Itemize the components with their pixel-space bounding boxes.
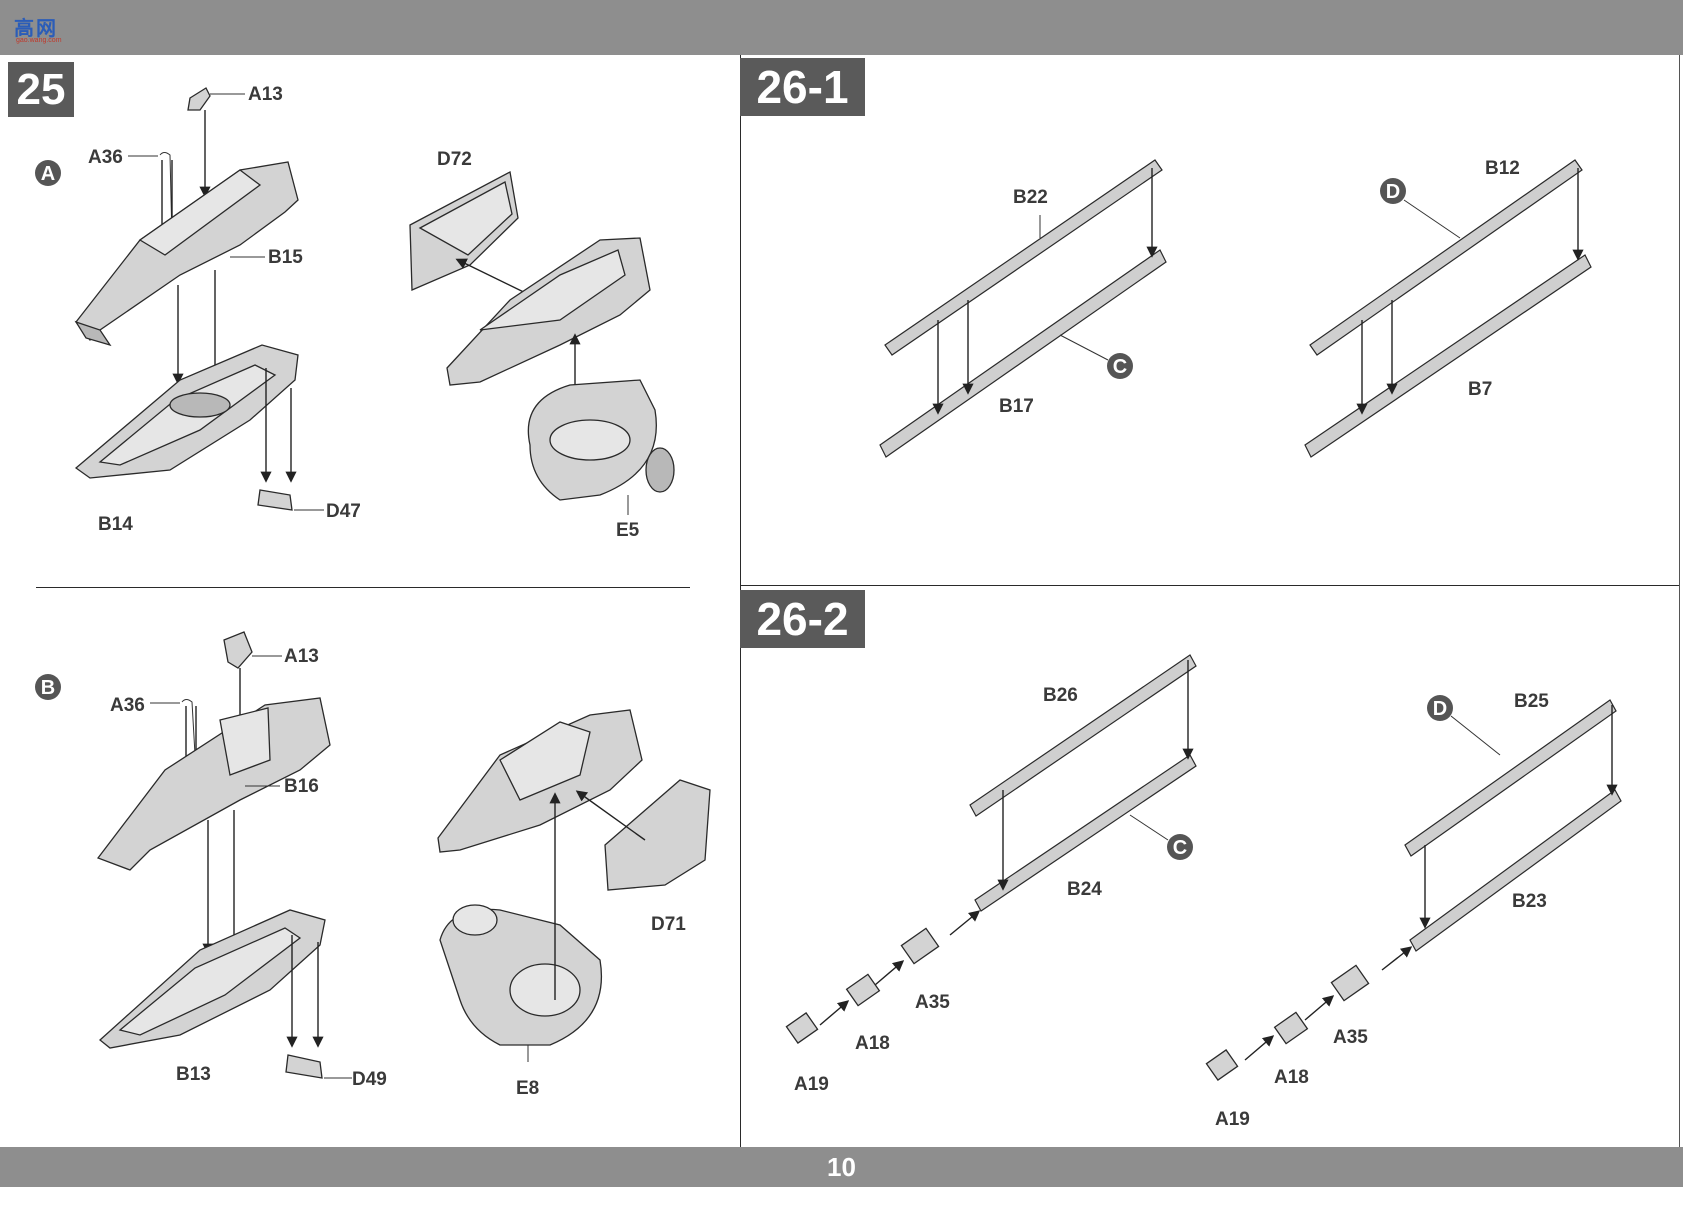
label-b17: B17 (999, 396, 1034, 417)
variant-c2-letter: C (1173, 837, 1187, 859)
label-b22: B22 (1013, 187, 1048, 208)
part-b7 (1304, 254, 1592, 458)
variant-a-marker (35, 160, 61, 186)
site-logo: 高网 gao.wang.com (6, 6, 76, 44)
part-b17 (879, 249, 1167, 458)
step26-1-assembly: B22 B17 C B12 D B7 (879, 158, 1592, 458)
variant-d-marker (1380, 178, 1406, 204)
variant-d2-letter: D (1433, 698, 1447, 720)
label-a18-left: A18 (855, 1033, 890, 1054)
part-d49 (285, 1054, 323, 1079)
step25-divider (36, 587, 690, 588)
part-a19-right (1205, 1049, 1239, 1081)
label-d49: D49 (352, 1069, 387, 1090)
part-a18-right (1273, 1011, 1309, 1045)
step26-2-assembly: B26 B24 C A35 A18 A19 B25 D B23 A35 A18 (785, 654, 1622, 1130)
label-a19-right: A19 (1215, 1109, 1250, 1130)
label-b25: B25 (1514, 691, 1549, 712)
label-d71: D71 (651, 914, 686, 935)
variant-c2-marker (1167, 834, 1193, 860)
label-a35-right: A35 (1333, 1027, 1368, 1048)
label-b7: B7 (1468, 379, 1492, 400)
variant-c-marker (1107, 353, 1133, 379)
part-d71 (604, 779, 711, 891)
label-b15: B15 (268, 247, 303, 268)
part-a36 (159, 152, 173, 241)
part-a35-left (900, 927, 940, 965)
variant-b-marker (35, 674, 61, 700)
part-a36-b (181, 699, 197, 773)
label-d47: D47 (326, 501, 361, 522)
label-b23: B23 (1512, 891, 1547, 912)
part-b25 (1404, 699, 1617, 857)
step-25-badge: 25 (8, 62, 74, 117)
step25-variant-b: B A13 A36 B16 B13 D49 D71 (35, 631, 711, 1099)
part-a18-left (845, 973, 881, 1007)
part-b24 (974, 754, 1197, 912)
part-b23 (1409, 789, 1622, 952)
part-b12 (1309, 159, 1583, 356)
variant-d2-marker (1427, 695, 1453, 721)
part-a13-top (187, 87, 211, 111)
step25-variant-a: A A13 A36 B15 B14 D47 D72 (35, 84, 675, 541)
label-a36: A36 (88, 147, 123, 168)
label-a13-b: A13 (284, 646, 319, 667)
bottom-footer-bar (0, 1147, 1683, 1187)
label-e5: E5 (616, 520, 640, 541)
logo-subtext: gao.wang.com (16, 37, 62, 44)
page-number: 10 (827, 1152, 856, 1182)
step-26-2-badge: 26-2 (740, 590, 865, 648)
label-b14: B14 (98, 514, 133, 535)
part-d47 (257, 489, 293, 511)
step-26-1-badge: 26-1 (740, 58, 865, 116)
variant-a-letter: A (41, 163, 55, 185)
step26-divider (740, 585, 1680, 586)
label-b12: B12 (1485, 158, 1520, 179)
label-b26: B26 (1043, 685, 1078, 706)
part-a35-right (1330, 964, 1370, 1002)
logo-text: 高网 (14, 18, 58, 40)
label-d72: D72 (437, 149, 472, 170)
label-a36-b: A36 (110, 695, 145, 716)
part-b16 (96, 697, 331, 871)
part-b22 (884, 159, 1163, 356)
label-b16: B16 (284, 776, 319, 797)
label-b13: B13 (176, 1064, 211, 1085)
label-a18-right: A18 (1274, 1067, 1309, 1088)
label-e8: E8 (516, 1078, 539, 1099)
part-b26 (969, 654, 1197, 817)
variant-d-letter: D (1386, 181, 1400, 203)
variant-b-letter: B (41, 677, 55, 699)
part-a19-left (785, 1012, 819, 1044)
label-a19-left: A19 (794, 1074, 829, 1095)
part-a13-b (223, 631, 253, 669)
right-edge-rule (1679, 55, 1680, 1147)
label-a35-left: A35 (915, 992, 950, 1013)
label-b24: B24 (1067, 879, 1102, 900)
part-b15 (75, 161, 299, 341)
label-a13-top: A13 (248, 84, 283, 105)
variant-c-letter: C (1113, 356, 1127, 378)
top-header-bar (0, 0, 1683, 55)
